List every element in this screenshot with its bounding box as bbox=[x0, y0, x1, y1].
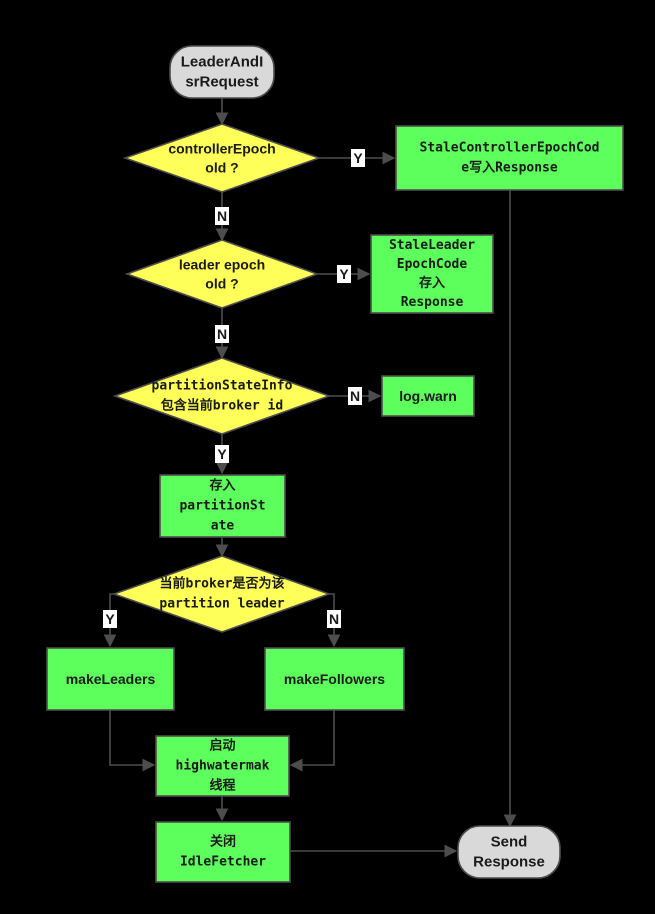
svg-text:Y: Y bbox=[353, 150, 363, 166]
make-followers-label-line: makeFollowers bbox=[284, 671, 385, 687]
close-idle-label-line: 关闭 bbox=[210, 834, 236, 850]
stale-leader-label-line: 存入 bbox=[419, 275, 445, 291]
svg-text:N: N bbox=[350, 388, 360, 404]
start-highwatermark-box: 启动 highwatermak 线程 bbox=[155, 735, 290, 797]
make-followers-box: makeFollowers bbox=[264, 647, 405, 711]
d-is-leader-label-line: partition leader bbox=[159, 597, 284, 612]
close-idle-label-line: IdleFetcher bbox=[180, 855, 266, 870]
d-leader-epoch-label-line: old ? bbox=[205, 276, 238, 292]
svg-text:N: N bbox=[329, 611, 339, 627]
label-leader-epoch-yes: Y bbox=[337, 265, 351, 283]
log-warn-label-line: log.warn bbox=[399, 388, 457, 404]
d-partition-label-line: 包含当前broker id bbox=[161, 398, 283, 414]
svg-text:Y: Y bbox=[217, 446, 227, 462]
svg-text:Y: Y bbox=[105, 611, 115, 627]
store-partition-state-box: 存入 partitionSt ate bbox=[159, 474, 286, 538]
controller-epoch-decision: controllerEpoch old ? bbox=[122, 123, 322, 193]
label-partition-yes: Y bbox=[215, 445, 229, 463]
store-state-label-line: partitionSt bbox=[179, 499, 265, 514]
make-leaders-box: makeLeaders bbox=[46, 647, 175, 711]
start-hw-label-line: 线程 bbox=[209, 778, 235, 794]
leader-epoch-decision: leader epoch old ? bbox=[124, 239, 320, 309]
store-state-label-line: 存入 bbox=[209, 478, 235, 494]
label-is-leader-yes: Y bbox=[103, 610, 117, 628]
label-leader-epoch-no: N bbox=[215, 325, 229, 343]
is-leader-decision: 当前broker是否为该 partition leader bbox=[111, 555, 332, 633]
partition-state-decision: partitionStateInfo 包含当前broker id bbox=[112, 357, 332, 435]
svg-text:Y: Y bbox=[339, 266, 349, 282]
log-warn-box: log.warn bbox=[381, 375, 475, 417]
stale-leader-label-line: Response bbox=[401, 295, 464, 310]
store-state-label-line: ate bbox=[211, 519, 235, 534]
start-hw-label-line: 启动 bbox=[209, 738, 235, 754]
svg-text:N: N bbox=[217, 326, 227, 342]
edge-make-followers-to-hw bbox=[289, 710, 335, 772]
label-is-leader-no: N bbox=[327, 610, 341, 628]
svg-text:N: N bbox=[217, 208, 227, 224]
make-leaders-label-line: makeLeaders bbox=[66, 671, 156, 687]
d-leader-epoch-label-line: leader epoch bbox=[179, 257, 265, 273]
start-hw-label-line: highwatermak bbox=[176, 759, 270, 774]
start-node: LeaderAndI srRequest bbox=[169, 45, 275, 99]
d-controller-label-line: old ? bbox=[205, 160, 238, 176]
label-partition-no: N bbox=[348, 387, 362, 405]
send-response-label-line: Response bbox=[473, 854, 545, 871]
label-controller-no: N bbox=[215, 207, 229, 225]
stale-leader-label-line: EpochCode bbox=[397, 257, 468, 272]
edge-make-leaders-to-hw bbox=[109, 710, 156, 772]
stale-controller-epoch-box: StaleControllerEpochCod e写入Response bbox=[395, 125, 624, 191]
send-response-label-line: Send bbox=[491, 834, 528, 851]
stale-controller-label-line: StaleControllerEpochCod bbox=[419, 141, 599, 156]
label-controller-yes: Y bbox=[351, 149, 365, 167]
stale-leader-label-line: StaleLeader bbox=[389, 238, 475, 253]
start-label-line: srRequest bbox=[185, 74, 258, 91]
d-controller-label-line: controllerEpoch bbox=[168, 141, 275, 157]
stale-controller-label-line: e写入Response bbox=[461, 161, 558, 176]
d-partition-label-line: partitionStateInfo bbox=[152, 379, 293, 394]
close-idle-fetcher-box: 关闭 IdleFetcher bbox=[155, 821, 291, 883]
start-label-line: LeaderAndI bbox=[181, 54, 264, 71]
d-is-leader-label-line: 当前broker是否为该 bbox=[160, 576, 285, 592]
